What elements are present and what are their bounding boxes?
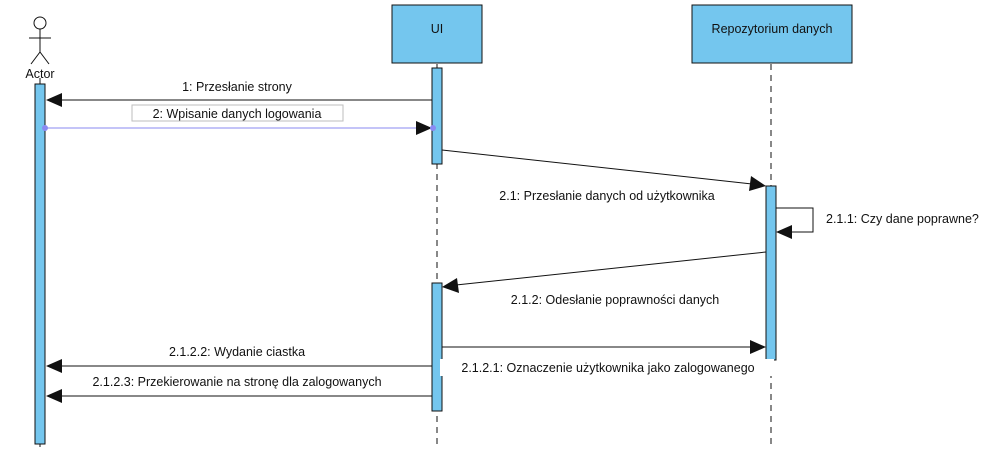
ui-activation-2[interactable]: [431, 282, 443, 412]
actor-label: Actor: [25, 67, 54, 81]
message-2-start-handle[interactable]: [42, 125, 48, 131]
message-2-1-2-3-arrow[interactable]: [46, 389, 432, 403]
message-2-1-2-2-label: 2.1.2.2: Wydanie ciastka: [169, 345, 305, 359]
ui-participant-label: UI: [431, 22, 444, 36]
message-2-1-2-3-label: 2.1.2.3: Przekierowanie na stronę dla za…: [92, 375, 381, 389]
message-2-1-2-1-arrow[interactable]: [442, 340, 766, 354]
message-2-label: 2: Wpisanie danych logowania: [153, 107, 322, 121]
actor-figure[interactable]: [29, 16, 51, 65]
message-1-arrow[interactable]: [46, 93, 432, 107]
message-2-label-box: [131, 104, 344, 122]
message-2-arrow[interactable]: [42, 121, 436, 135]
message-2-1-1-label: 2.1.1: Czy dane poprawne?: [826, 212, 979, 226]
ui-activation-1[interactable]: [431, 67, 443, 165]
message-2-1-2-1-label: 2.1.2.1: Oznaczenie użytkownika jako zal…: [461, 361, 754, 375]
message-2-end-handle[interactable]: [430, 125, 436, 131]
message-2-1-label: 2.1: Przesłanie danych od użytkownika: [499, 189, 714, 203]
message-2-1-arrow[interactable]: [441, 149, 766, 191]
message-2-1-2-2-arrow[interactable]: [46, 359, 432, 373]
actor-activation[interactable]: [34, 83, 46, 445]
message-1-label: 1: Przesłanie strony: [182, 80, 293, 94]
repo-activation[interactable]: [765, 185, 777, 361]
message-2-1-1-selfcall[interactable]: [776, 207, 814, 239]
message-2-1-2-1-label-bg: [440, 359, 774, 376]
message-2-1-2-arrow[interactable]: [442, 251, 767, 293]
repo-participant[interactable]: Repozytorium danych: [691, 4, 853, 64]
ui-participant[interactable]: UI: [391, 4, 483, 64]
message-2-1-2-label: 2.1.2: Odesłanie poprawności danych: [511, 293, 720, 307]
repo-participant-label: Repozytorium danych: [712, 22, 833, 36]
